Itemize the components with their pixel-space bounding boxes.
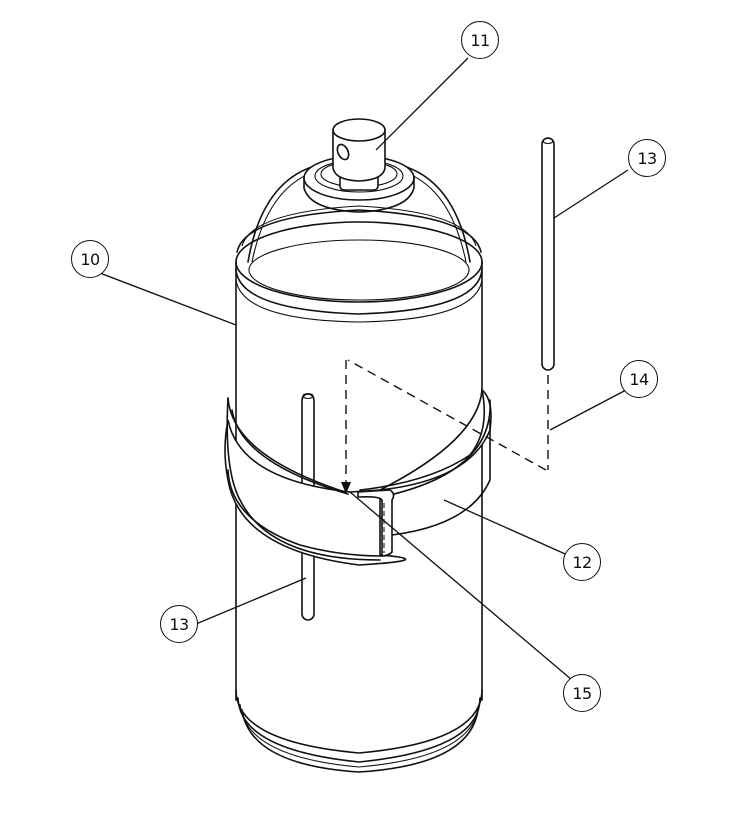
callout-13-detached: 13 [628, 139, 666, 177]
assembly-path [341, 359, 549, 494]
band [224, 388, 492, 566]
rod-detached [541, 137, 555, 371]
callout-label: 10 [80, 249, 100, 269]
callout-15: 15 [563, 674, 601, 712]
can-body [235, 164, 483, 773]
callout-label: 11 [470, 30, 490, 50]
leader-lines [91, 57, 629, 681]
callout-13-installed: 13 [160, 605, 198, 643]
spray-nozzle [303, 118, 415, 213]
callout-14: 14 [620, 360, 658, 398]
callout-label: 12 [572, 552, 592, 572]
callout-11: 11 [461, 21, 499, 59]
callout-label: 14 [629, 369, 649, 389]
callout-label: 15 [572, 683, 592, 703]
callout-label: 13 [637, 148, 657, 168]
callout-10: 10 [71, 240, 109, 278]
callout-12: 12 [563, 543, 601, 581]
callout-label: 13 [169, 614, 189, 634]
